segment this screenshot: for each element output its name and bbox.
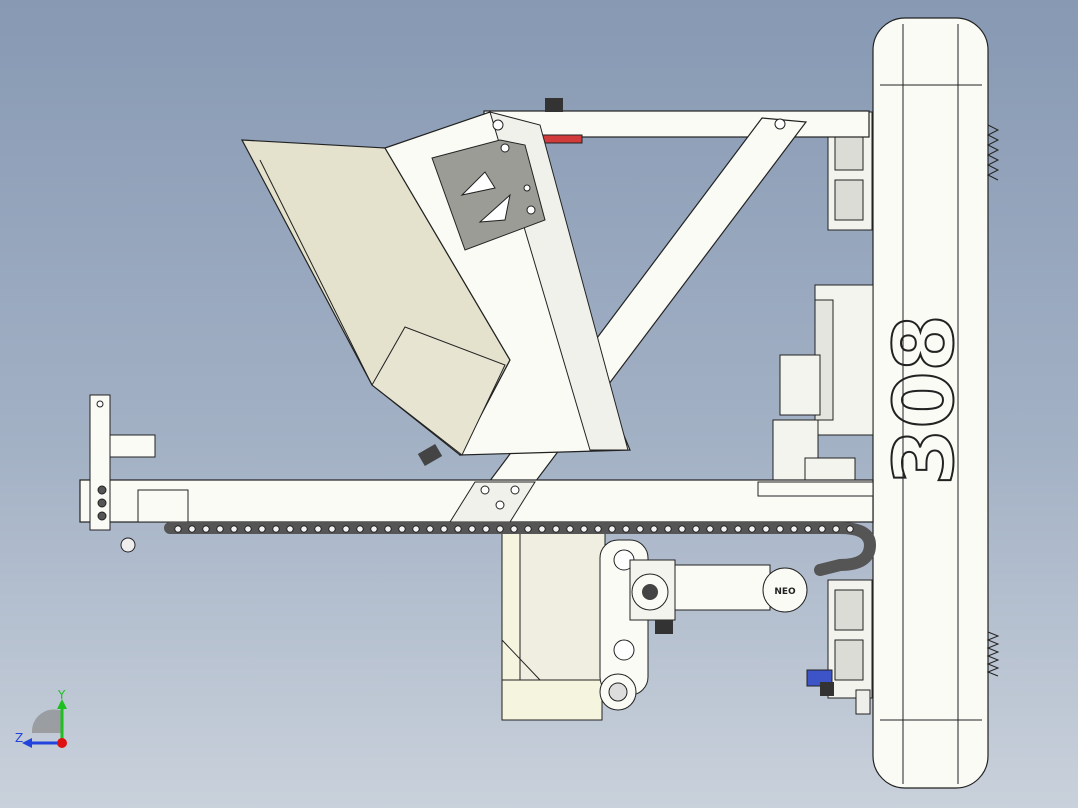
chain-link [188, 525, 196, 533]
chain-link [692, 525, 700, 533]
chain-link [342, 525, 350, 533]
chain-link [398, 525, 406, 533]
orientation-triad[interactable] [10, 685, 90, 755]
bumper-number: 308 [877, 314, 972, 485]
chain-link [244, 525, 252, 533]
chain-link [552, 525, 560, 533]
drive-chain [164, 522, 877, 576]
chain-link [370, 525, 378, 533]
chain-link [258, 525, 266, 533]
chain-link [230, 525, 238, 533]
lower-column[interactable] [501, 524, 606, 721]
chain-link [748, 525, 756, 533]
main-frame[interactable] [79, 479, 874, 523]
chain-link [272, 525, 280, 533]
chain-link [720, 525, 728, 533]
chain-link [216, 525, 224, 533]
chain-link [776, 525, 784, 533]
chain-link [286, 525, 294, 533]
chain-link [426, 525, 434, 533]
gear-teeth-bottom [986, 631, 1000, 677]
chain-link [804, 525, 812, 533]
triad-y-label: Y [58, 688, 66, 702]
chain-link [384, 525, 392, 533]
chain-link [538, 525, 546, 533]
chain-link [328, 525, 336, 533]
chain-link [650, 525, 658, 533]
chain-link [664, 525, 672, 533]
chain-link [482, 525, 490, 533]
chain-link [300, 525, 308, 533]
chain-link [202, 525, 210, 533]
blue-connector [806, 669, 834, 696]
chain-link [174, 525, 182, 533]
chain-link [440, 525, 448, 533]
chain-link [790, 525, 798, 533]
chain-link [594, 525, 602, 533]
chain-link [608, 525, 616, 533]
chain-link [580, 525, 588, 533]
chain-link [762, 525, 770, 533]
chain-link [636, 525, 644, 533]
chain-link [734, 525, 742, 533]
svg-text:NEO: NEO [774, 587, 796, 597]
electronics-box[interactable] [772, 284, 874, 481]
gusset-plate [431, 139, 546, 251]
gear-teeth-top [986, 124, 1000, 181]
chain-link [678, 525, 686, 533]
left-bracket[interactable] [89, 394, 156, 553]
chain-link [832, 525, 840, 533]
chain-link [706, 525, 714, 533]
chain-link [622, 525, 630, 533]
chain-link [846, 525, 854, 533]
chain-link [496, 525, 504, 533]
chain-link [454, 525, 462, 533]
chain-link [566, 525, 574, 533]
chain-link [356, 525, 364, 533]
chain-link [468, 525, 476, 533]
chain-link [314, 525, 322, 533]
hopper[interactable] [240, 111, 631, 467]
chain-link [510, 525, 518, 533]
drive-module-bottom[interactable] [827, 579, 873, 715]
chain-link [412, 525, 420, 533]
triad-z-label: Z [15, 731, 24, 745]
bumper[interactable]: 308 [872, 17, 1000, 789]
chain-link [524, 525, 532, 533]
chain-link [818, 525, 826, 533]
gearbox-assembly[interactable]: NEO [599, 539, 808, 711]
